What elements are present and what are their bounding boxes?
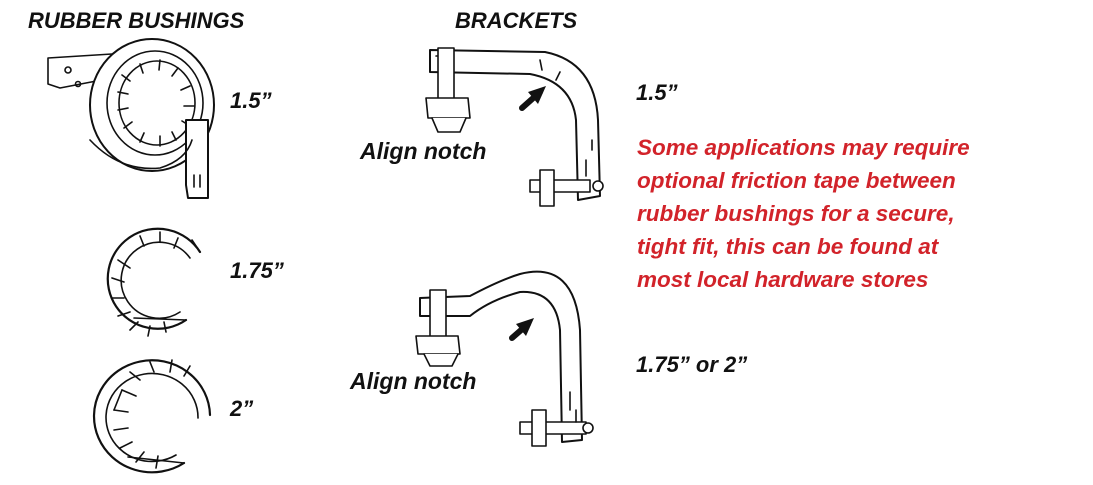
note-line: Some applications may require (637, 135, 970, 160)
note-line: rubber bushings for a secure, (637, 201, 955, 226)
bushing-size-1-75: 1.75” (230, 258, 284, 283)
note-line: optional friction tape between (637, 168, 956, 193)
friction-tape-note: Some applications may require optional f… (637, 131, 1077, 296)
bracket-size-1-75-or-2: 1.75” or 2” (636, 352, 748, 377)
bushing-2-illustration (92, 359, 212, 474)
bracket-size-1-5: 1.5” (636, 80, 678, 105)
bushing-1-5-illustration (47, 38, 215, 199)
note-line: most local hardware stores (637, 267, 929, 292)
rubber-bushings-heading: RUBBER BUSHINGS (28, 8, 245, 33)
bushing-size-1-5: 1.5” (230, 88, 272, 113)
bracket-1-75-2-illustration (415, 270, 594, 447)
note-line: tight fit, this can be found at (637, 234, 939, 259)
align-arrow-head-top (528, 86, 546, 104)
bracket-1-5-illustration (425, 47, 604, 207)
brackets-heading: BRACKETS (455, 8, 578, 33)
align-notch-label-bottom: Align notch (350, 368, 477, 394)
bushing-size-2: 2” (230, 396, 254, 421)
bushing-1-75-illustration (106, 227, 202, 337)
align-arrow-head-bottom (516, 318, 534, 336)
align-notch-label-top: Align notch (360, 138, 487, 164)
